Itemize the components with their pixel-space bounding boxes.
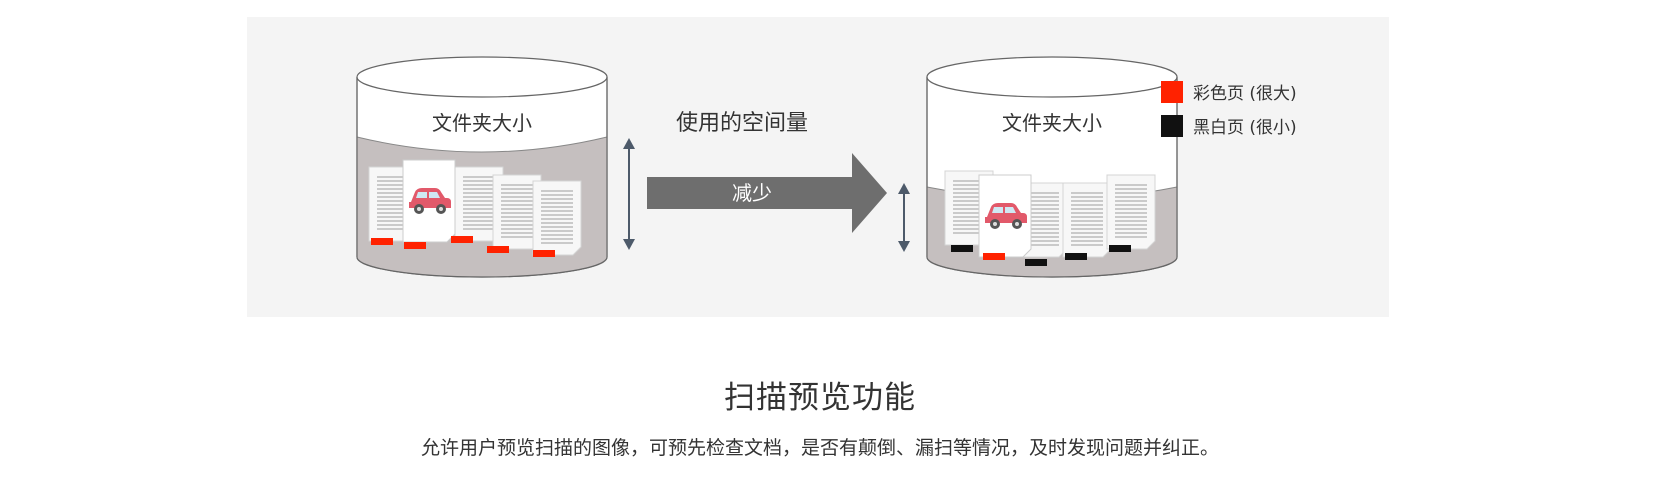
right-size-arrow [898,183,910,252]
arrow-caption: 使用的空间量 [676,111,808,136]
right-cylinder-label: 文件夹大小 [1002,111,1102,135]
section-title: 扫描预览功能 [724,380,916,416]
storage-diagram: 文件夹大小 使用的空间量 [356,56,1178,278]
right-documents [945,171,1155,258]
legend-bw-page: 黑白页 (很小) [1161,113,1297,138]
diagram-panel: 文件夹大小 使用的空间量 [247,17,1389,317]
reduce-arrow: 减少 [647,153,887,233]
legend-red-swatch [1161,80,1183,103]
left-size-arrow [623,138,635,250]
legend-bw-page-label: 黑白页 (很小) [1193,118,1297,138]
reduce-arrow-label: 减少 [732,181,772,205]
right-cylinder: 文件夹大小 [926,56,1178,278]
section-description: 允许用户预览扫描的图像，可预先检查文档，是否有颠倒、漏扫等情况，及时发现问题并纠… [420,437,1219,459]
right-page-markers [951,245,1131,266]
legend-black-swatch [1161,114,1183,137]
legend-color-page: 彩色页 (很大) [1161,79,1297,104]
left-color-page-markers [371,236,555,257]
left-cylinder-label: 文件夹大小 [432,111,532,135]
left-cylinder: 文件夹大小 [356,56,608,278]
legend-color-page-label: 彩色页 (很大) [1193,84,1297,104]
